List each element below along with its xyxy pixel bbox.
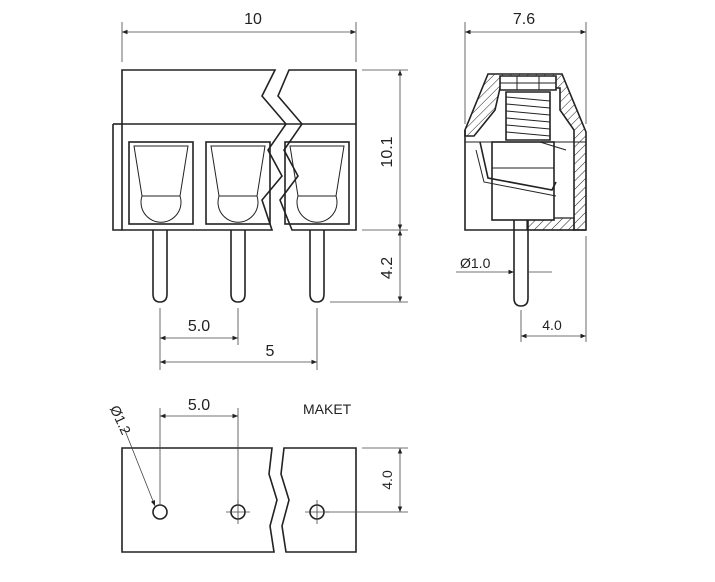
dim-depth-label: 7.6 bbox=[513, 11, 535, 28]
dim-pin-length: 4.2 bbox=[330, 230, 408, 303]
footprint-left-block bbox=[121, 447, 278, 553]
wire-clamp bbox=[475, 141, 567, 221]
dim-height-label: 10.1 bbox=[379, 136, 396, 167]
dim-pin-diameter-label: Ø1.0 bbox=[460, 255, 491, 271]
screw-thread bbox=[505, 91, 551, 141]
footprint-right-block bbox=[280, 447, 357, 553]
dim-depth: 7.6 bbox=[464, 11, 587, 124]
dim-pitch: 5.0 bbox=[159, 308, 318, 370]
wire-opening-1 bbox=[128, 141, 194, 225]
pcb-footprint: 5.0 Ø1.2 4.0 MAKET bbox=[107, 397, 408, 553]
pin-2 bbox=[230, 230, 246, 303]
dim-pin-offset-label: 4.0 bbox=[542, 317, 562, 333]
dim-pitch-label: 5.0 bbox=[188, 318, 210, 335]
wire-opening-3 bbox=[284, 141, 350, 225]
front-flange bbox=[112, 124, 122, 231]
dim-overall-pitch: 5 bbox=[160, 343, 317, 365]
pin-3 bbox=[309, 230, 325, 303]
pin-1 bbox=[152, 230, 168, 303]
front-view: 10 10.1 4.2 5.0 5 bbox=[112, 11, 408, 370]
front-body-outline-right bbox=[277, 69, 357, 231]
footprint-dim-hole-diameter-label: Ø1.2 bbox=[107, 403, 134, 437]
dim-pin-diameter: Ø1.0 bbox=[456, 255, 552, 275]
footprint-dim-pitch-label: 5.0 bbox=[188, 397, 210, 414]
footprint-dim-row-offset-label: 4.0 bbox=[379, 470, 395, 490]
screw-head bbox=[499, 75, 557, 91]
footprint-dim-hole-diameter: Ø1.2 bbox=[107, 403, 156, 507]
side-view: 7.6 Ø1.0 4.0 bbox=[456, 11, 587, 342]
dim-overall-pitch-label: 5 bbox=[266, 343, 275, 360]
footprint-dim-pitch: 5.0 bbox=[159, 397, 239, 504]
maket-label: MAKET bbox=[303, 401, 352, 417]
footprint-dim-row-offset: 4.0 bbox=[326, 447, 408, 513]
dim-height: 10.1 bbox=[362, 69, 408, 231]
dim-pin-offset: 4.0 bbox=[520, 236, 587, 342]
side-body-hatched bbox=[464, 73, 587, 231]
pcb-hole-1 bbox=[152, 504, 168, 520]
side-pin bbox=[513, 220, 529, 307]
dim-pin-length-label: 4.2 bbox=[379, 257, 396, 279]
front-body-outline bbox=[121, 69, 288, 231]
pcb-hole-3 bbox=[305, 500, 329, 524]
dim-width-label: 10 bbox=[244, 11, 262, 28]
dim-width: 10 bbox=[121, 11, 357, 62]
wire-opening-2 bbox=[205, 141, 271, 225]
